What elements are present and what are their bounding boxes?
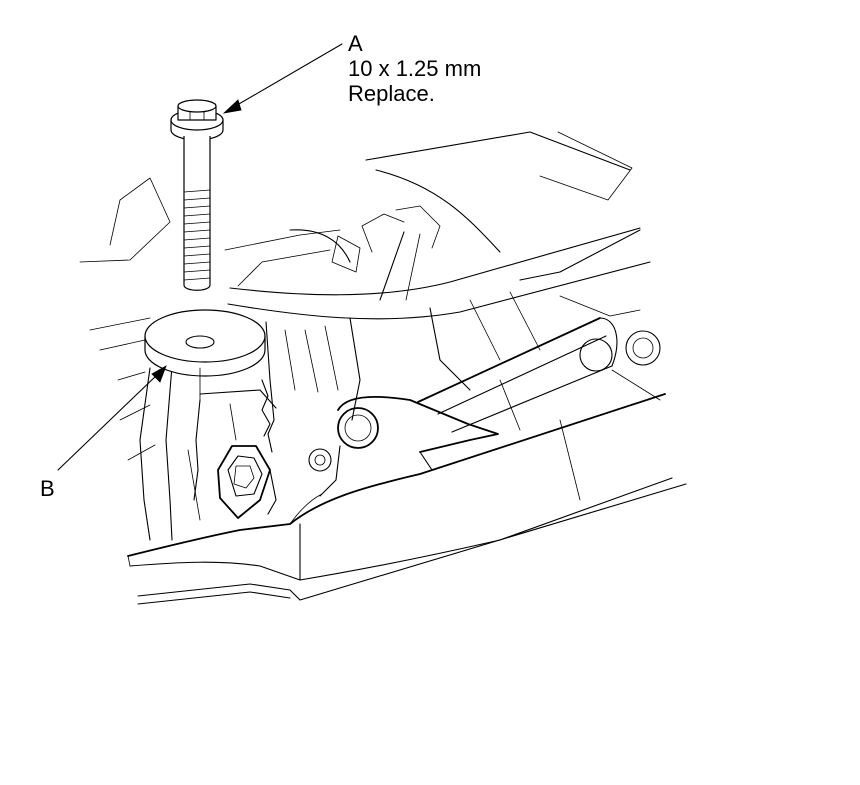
bolt-a [170, 99, 224, 291]
callout-a-letter: A [348, 31, 363, 56]
callout-b-letter: B [40, 476, 55, 501]
leader-line-a [222, 43, 343, 114]
break-line [193, 379, 271, 501]
callout-a: A 10 x 1.25 mm Replace. [348, 31, 481, 106]
callout-a-size: 10 x 1.25 mm [348, 56, 482, 81]
washer-b [144, 309, 266, 401]
upper-crossbar [227, 227, 651, 320]
stay-bar [417, 317, 661, 433]
callout-b: B [40, 476, 55, 501]
lower-bolt [217, 445, 277, 519]
engine-block [187, 291, 541, 521]
callout-a-note: Replace. [348, 81, 435, 106]
mount-bracket [319, 395, 499, 497]
background-structure [79, 131, 641, 461]
leader-line-b [57, 365, 167, 471]
subframe [127, 393, 687, 605]
left-strut [139, 365, 173, 541]
